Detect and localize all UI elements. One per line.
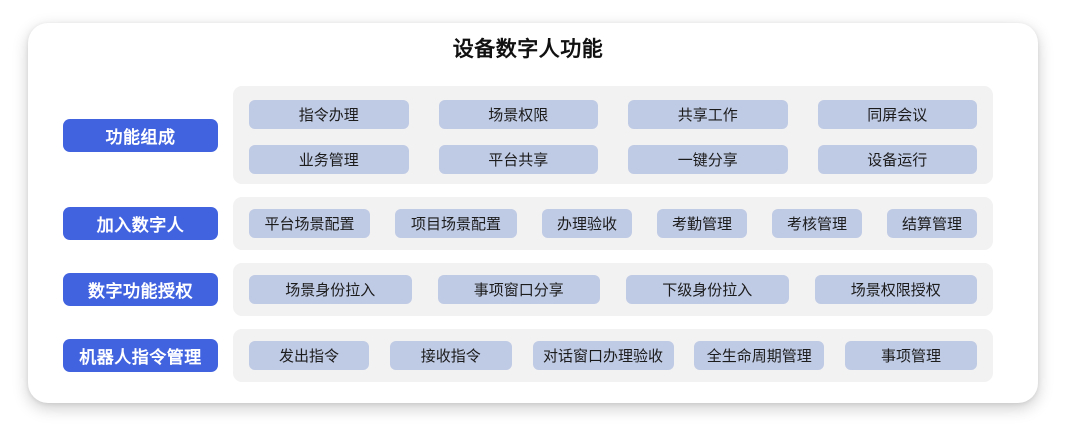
feature-chip: 考勤管理 (657, 209, 747, 238)
section-label: 加入数字人 (63, 207, 218, 240)
section-label: 数字功能授权 (63, 273, 218, 306)
section-row: 机器人指令管理发出指令接收指令对话窗口办理验收全生命周期管理事项管理 (63, 329, 993, 382)
section-items-group: 发出指令接收指令对话窗口办理验收全生命周期管理事项管理 (233, 329, 993, 382)
section-row: 功能组成 指令办理场景权限 共享工作同屏会议业务管理平台共享 一键分享设备运行 (63, 86, 993, 184)
feature-chip: 对话窗口办理验收 (532, 341, 674, 370)
feature-chip: 发出指令 (249, 341, 369, 370)
feature-chip: 平台共享 (438, 145, 598, 174)
section-items-group: 平台场景配置项目场景配置办理验收考勤管理考核管理结算管理 (233, 197, 993, 250)
feature-chip: 考核管理 (772, 209, 862, 238)
feature-chip: 下级身份拉入 (626, 275, 789, 304)
feature-chip: 平台场景配置 (249, 209, 370, 238)
feature-chip: 一键分享 (628, 145, 788, 174)
feature-chip: 事项窗口分享 (437, 275, 600, 304)
section-label: 机器人指令管理 (63, 339, 218, 372)
section-row: 加入数字人平台场景配置项目场景配置办理验收考勤管理考核管理结算管理 (63, 197, 993, 250)
feature-chip: 事项管理 (845, 341, 977, 370)
section-items-group: 场景身份拉入事项窗口分享下级身份拉入场景权限授权 (233, 263, 993, 316)
feature-chip: 接收指令 (389, 341, 512, 370)
section-row: 数字功能授权场景身份拉入事项窗口分享下级身份拉入场景权限授权 (63, 263, 993, 316)
feature-chip: 业务管理 (249, 145, 409, 174)
feature-chip: 全生命周期管理 (694, 341, 825, 370)
feature-chip: 场景权限授权 (814, 275, 977, 304)
diagram-card: 设备数字人功能 功能组成 指令办理场景权限 共享工作同屏会议业务管理平台共享 一键分享… (28, 23, 1038, 403)
feature-chip: 设备运行 (817, 145, 977, 174)
page-title: 设备数字人功能 (452, 38, 604, 61)
feature-chip: 办理验收 (542, 209, 632, 238)
feature-chip: 结算管理 (887, 209, 977, 238)
section-label: 功能组成 (63, 118, 218, 152)
sections-container: 功能组成 指令办理场景权限 共享工作同屏会议业务管理平台共享 一键分享设备运行加入数字… (63, 86, 993, 382)
feature-chip: 场景权限 (438, 100, 598, 129)
feature-chip: 项目场景配置 (395, 209, 517, 238)
section-items-group: 指令办理场景权限 共享工作同屏会议业务管理平台共享 一键分享设备运行 (233, 86, 993, 184)
feature-chip: 指令办理 (249, 100, 409, 129)
feature-chip: 场景身份拉入 (249, 275, 412, 304)
feature-chip: 同屏会议 (817, 100, 977, 129)
feature-chip: 共享工作 (628, 100, 788, 129)
